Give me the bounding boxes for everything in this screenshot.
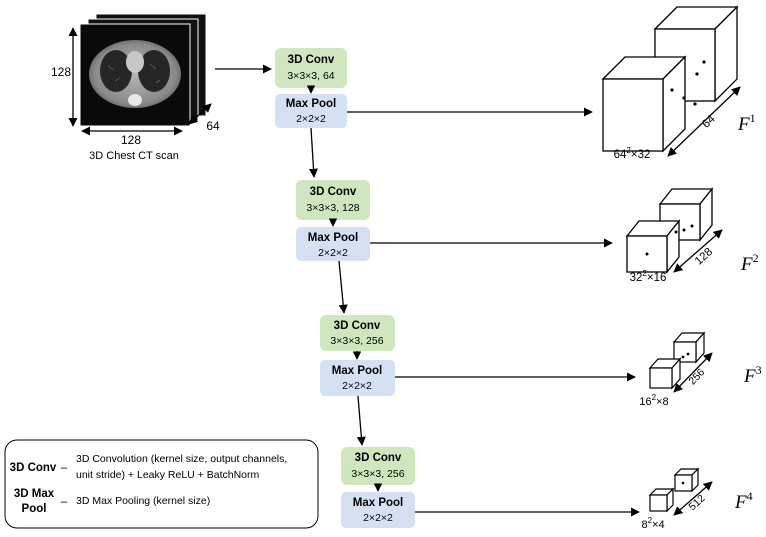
channel-arrow-4	[673, 481, 713, 516]
pool-title-3: Max Pool	[332, 365, 382, 377]
conv-title-3: 3D Conv	[334, 320, 381, 332]
ct-lung-texture	[107, 63, 161, 84]
channel-label-4: 512	[686, 492, 707, 513]
feature-dots-4	[681, 481, 685, 485]
feature-size-1: 642×32	[614, 146, 651, 161]
channel-label-2: 128	[693, 246, 715, 268]
ct-heart	[126, 51, 144, 73]
ct-right-lung	[138, 50, 170, 92]
conv-params-3: 3×3×3, 256	[330, 335, 383, 347]
block-3: 3D Conv 3×3×3, 256 Max Pool 2×2×2 256 16…	[320, 315, 762, 446]
feature-label-3: F3	[743, 363, 762, 387]
feature-size-2: 322×16	[630, 269, 667, 284]
legend-conv-desc-1: 3D Convolution (kernel size, output chan…	[76, 453, 287, 465]
block-2: 3D Conv 3×3×3, 128 Max Pool 2×2×2 128 32…	[296, 180, 759, 314]
conv-box-3	[320, 315, 395, 351]
pool-params-1: 2×2×2	[296, 113, 326, 125]
ct-caption: 3D Chest CT scan	[89, 150, 179, 162]
legend-pool-term-2: Pool	[22, 503, 47, 515]
ct-width-label: 128	[121, 133, 141, 147]
block-down-arrow-2	[338, 260, 348, 314]
legend-conv-term: 3D Conv	[10, 462, 57, 474]
legend-conv-dash: –	[61, 462, 68, 474]
block-1: 3D Conv 3×3×3, 64 Max Pool 2×2×2 64 642×…	[275, 5, 756, 178]
legend-pool-term-1: 3D Max	[14, 488, 55, 500]
legend-box	[4, 439, 319, 529]
ct-spine	[128, 94, 142, 106]
pool-title-1: Max Pool	[286, 98, 336, 110]
channel-label-3: 256	[686, 366, 707, 387]
pool-title-2: Max Pool	[308, 232, 358, 244]
channel-arrow-3	[673, 352, 713, 393]
pool-box-1	[275, 94, 347, 128]
channel-arrow-2	[673, 229, 723, 273]
feature-cubes-3	[648, 331, 706, 390]
conv-params-1: 3×3×3, 64	[287, 70, 334, 82]
pool-params-2: 2×2×2	[318, 247, 348, 259]
legend: 3D Conv – 3D Convolution (kernel size, o…	[4, 439, 319, 529]
pool-params-3: 2×2×2	[342, 380, 372, 392]
feature-size-4: 82×4	[641, 516, 664, 531]
feature-label-1: F1	[737, 111, 756, 135]
feature-label-4: F4	[734, 489, 753, 513]
ct-depth-label: 64	[206, 119, 220, 133]
conv-title-4: 3D Conv	[355, 452, 402, 464]
conv-box-1	[275, 48, 347, 88]
ct-height-label: 128	[51, 65, 71, 79]
conv-box-2	[296, 180, 370, 220]
channel-arrow-1	[667, 86, 741, 157]
conv-box-4	[341, 447, 415, 485]
pool-box-2	[296, 227, 370, 261]
pool-params-4: 2×2×2	[363, 512, 393, 524]
pool-box-4	[341, 492, 415, 528]
ct-slice-front	[79, 23, 191, 127]
block-4: 3D Conv 3×3×3, 256 Max Pool 2×2×2 512 82…	[341, 447, 753, 531]
feature-label-2: F2	[740, 251, 759, 275]
legend-pool-desc: 3D Max Pooling (kernel size)	[76, 495, 210, 507]
legend-conv-desc-2: unit stride) + Leaky ReLU + BatchNorm	[76, 469, 260, 481]
ct-left-lung	[100, 50, 132, 92]
pool-box-3	[320, 360, 395, 396]
block-down-arrow-3	[356, 395, 366, 446]
conv-params-2: 3×3×3, 128	[306, 202, 359, 214]
conv-title-2: 3D Conv	[310, 186, 357, 198]
ct-scan-stack: 128 128 64 3D Chest CT scan	[51, 13, 220, 162]
channel-label-1: 64	[700, 113, 718, 131]
legend-pool-dash: –	[61, 496, 68, 508]
conv-title-1: 3D Conv	[288, 54, 335, 66]
feature-cubes-1	[601, 5, 739, 153]
feature-size-3: 162×8	[639, 393, 668, 408]
pool-title-4: Max Pool	[353, 497, 403, 509]
block-down-arrow-1	[308, 127, 319, 178]
ct-depth-arrow	[188, 103, 212, 125]
conv-params-4: 3×3×3, 256	[351, 468, 404, 480]
